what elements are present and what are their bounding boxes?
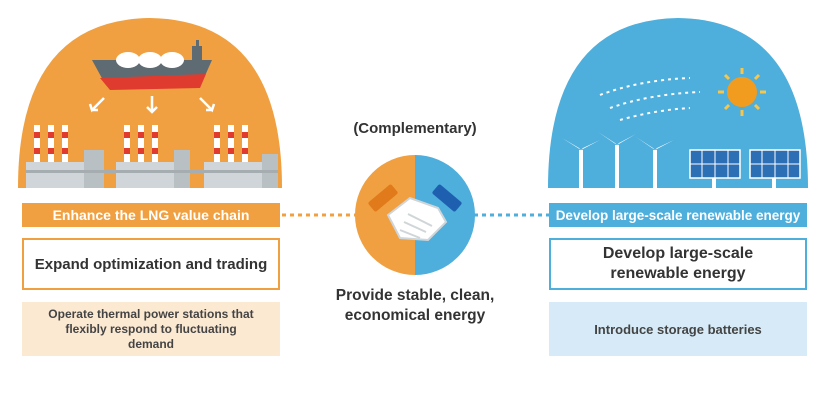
optimization-trading-box: Expand optimization and trading xyxy=(22,238,280,290)
handshake-icon xyxy=(355,155,475,275)
lng-value-chain-bar: Enhance the LNG value chain xyxy=(22,203,280,227)
down-arrow-icons xyxy=(88,96,216,114)
stable-energy-label: Provide stable, clean, economical energy xyxy=(335,287,495,324)
renewable-energy-bar: Develop large-scale renewable energy xyxy=(549,203,807,227)
power-plant-icon xyxy=(26,125,278,188)
complementary-label: (Complementary) xyxy=(353,120,477,137)
lng-scene xyxy=(18,18,282,188)
renewable-scene xyxy=(548,18,808,188)
lng-tanker-icon xyxy=(92,40,212,90)
renewable-energy-box: Develop large-scale renewable energy xyxy=(549,238,807,290)
thermal-power-note: Operate thermal power stations that flex… xyxy=(22,302,280,356)
wind-lines xyxy=(599,77,701,121)
sun-icon xyxy=(718,68,766,116)
storage-batteries-note: Introduce storage batteries xyxy=(549,302,807,356)
solar-panel-icon xyxy=(689,149,801,188)
wind-turbine-icon xyxy=(562,132,674,188)
